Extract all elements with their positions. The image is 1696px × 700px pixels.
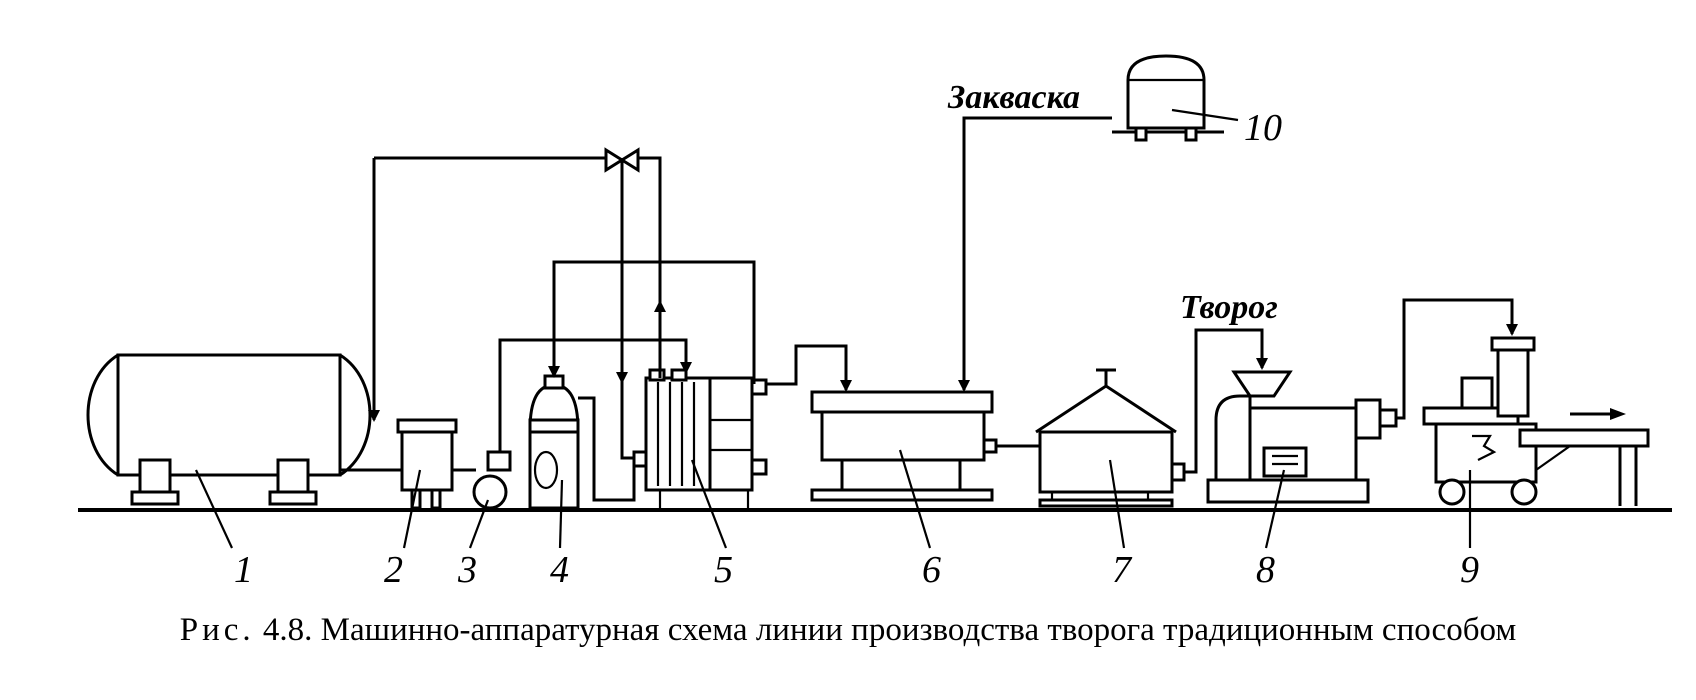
label-1: 1: [234, 549, 253, 591]
equipment-10-starter-tank: [1112, 54, 1239, 142]
label-10: 10: [1244, 107, 1282, 149]
equipment-6-curd-vat: [810, 390, 998, 549]
label-2: 2: [384, 549, 403, 591]
label-4: 4: [550, 549, 569, 591]
label-5: 5: [714, 549, 733, 591]
equipment-2-receiver: [396, 418, 458, 549]
label-7: 7: [1112, 549, 1133, 591]
equipment-number-labels: 1 2 3 4 5 6 7 8 9 10: [234, 107, 1479, 591]
equipment-3-pump: [468, 450, 512, 549]
label-9: 9: [1460, 549, 1479, 591]
equipment-9-packing-machine: [1422, 336, 1650, 548]
caption-text: 4.8. Машинно-аппаратурная схема линии пр…: [262, 612, 1517, 648]
equipment-4-separator: [528, 374, 580, 549]
caption-prefix: Рис.: [179, 612, 255, 648]
equipment-7-drainer: [1035, 368, 1186, 549]
label-6: 6: [922, 549, 941, 591]
label-3: 3: [457, 549, 477, 591]
figure-caption: Рис. 4.8. Машинно-аппаратурная схема лин…: [0, 612, 1696, 649]
piping: [340, 116, 1518, 502]
label-8: 8: [1256, 549, 1275, 591]
equipment-8-curd-cooler: [1206, 370, 1398, 549]
annotation-curd: Творог: [1180, 289, 1278, 326]
equipment-5-plate-pasteurizer: [632, 368, 768, 549]
annotation-starter: Закваска: [947, 79, 1080, 116]
equipment-1-storage-tank: [86, 353, 372, 549]
